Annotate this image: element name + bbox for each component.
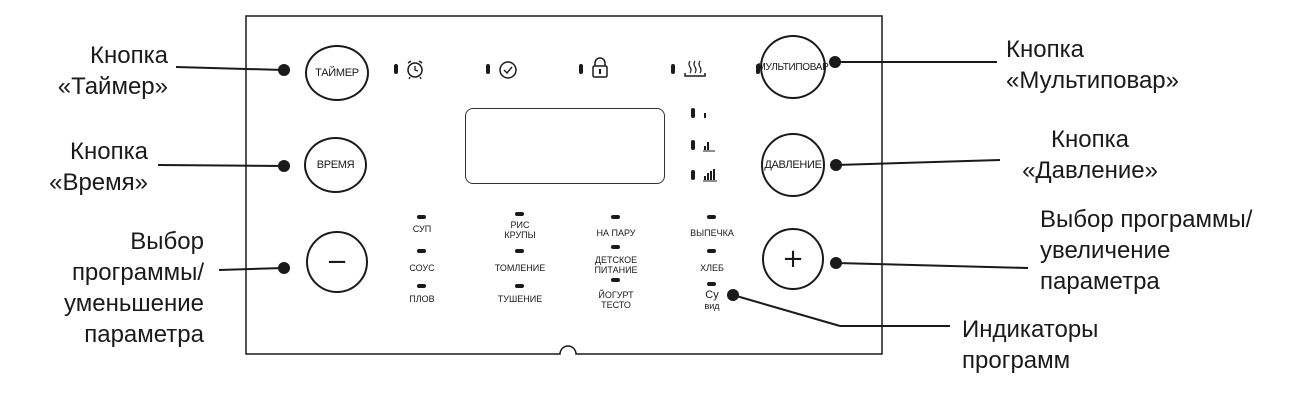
- lock-icon: [592, 57, 608, 78]
- callout-multicooker-line-1: Кнопка: [1006, 36, 1084, 63]
- led-stew: [515, 284, 524, 288]
- program-pilaf: ПЛОВ: [409, 294, 435, 304]
- leader-plus: [835, 262, 1029, 269]
- pressure-button-label: ДАВЛЕНИЕ: [764, 159, 822, 171]
- led-steam: [611, 215, 620, 219]
- pressure-high-icon: [703, 169, 717, 182]
- program-rice: РИС КРУПЫ: [470, 220, 570, 240]
- led-pressure-high: [691, 170, 695, 180]
- callout-indicators-line-2: программ: [962, 347, 1071, 374]
- program-yogurt: ЙОГУРТ ТЕСТО: [566, 290, 666, 310]
- program-stew: ТУШЕНИЕ: [497, 294, 543, 304]
- callout-indicators-line-1: Индикаторы: [962, 316, 1099, 343]
- dot-time: [278, 160, 290, 172]
- program-yogurt-line-1: ЙОГУРТ: [598, 290, 634, 300]
- callout-plus-line-2: увеличение: [1040, 237, 1171, 264]
- callout-time-line-2: «Время»: [49, 169, 148, 196]
- minus-button[interactable]: −: [306, 231, 368, 293]
- program-rice-line-1: РИС: [510, 220, 530, 230]
- program-rice-line-2: КРУПЫ: [504, 230, 536, 240]
- leader-time: [157, 164, 285, 167]
- leader-indicators: [732, 294, 841, 327]
- minus-button-label: −: [326, 247, 348, 277]
- led-multicooker: [756, 64, 760, 74]
- led-rice: [515, 212, 524, 216]
- pressure-button[interactable]: ДАВЛЕНИЕ: [761, 133, 825, 197]
- dot-timer: [278, 64, 290, 76]
- callout-multicooker: Кнопка «Мультиповар»: [1006, 34, 1206, 96]
- program-simmer: ТОМЛЕНИЕ: [494, 263, 546, 273]
- timer-button-label: ТАЙМЕР: [315, 67, 359, 79]
- led-baby: [611, 245, 620, 249]
- callout-minus-line-4: параметра: [84, 321, 204, 348]
- time-button-label: ВРЕМЯ: [316, 159, 355, 171]
- time-button[interactable]: ВРЕМЯ: [304, 137, 367, 193]
- program-baby: ДЕТСКОЕ ПИТАНИЕ: [566, 255, 666, 275]
- callout-indicators: Индикаторы программ: [962, 314, 1162, 376]
- program-baby-line-2: ПИТАНИЕ: [594, 265, 638, 275]
- led-alarm: [394, 64, 398, 74]
- leader-pressure: [835, 159, 1001, 166]
- callout-plus-line-3: параметра: [1040, 268, 1160, 295]
- multicooker-button-label: МУЛЬТИПОВАР: [757, 61, 829, 73]
- led-soup: [417, 215, 426, 219]
- led-pilaf: [417, 284, 426, 288]
- callout-minus-line-1: Выбор: [130, 228, 204, 255]
- pressure-low-icon: [704, 113, 706, 118]
- callout-minus-line-3: уменьшение: [64, 290, 204, 317]
- led-pressure-low: [691, 108, 695, 118]
- led-bake: [707, 215, 716, 219]
- multicooker-button[interactable]: МУЛЬТИПОВАР: [757, 35, 829, 99]
- led-pressure-medium: [691, 140, 695, 150]
- program-baby-line-1: ДЕТСКОЕ: [594, 255, 638, 265]
- callout-timer-line-1: Кнопка: [90, 42, 168, 69]
- callout-pressure: Кнопка «Давление»: [990, 124, 1190, 186]
- plus-button-label: +: [782, 244, 804, 274]
- lcd-display: [465, 108, 665, 184]
- callout-timer: Кнопка «Таймер»: [40, 40, 168, 102]
- program-bake: ВЫПЕЧКА: [690, 228, 734, 238]
- callout-plus-line-1: Выбор программы/: [1040, 206, 1253, 233]
- led-sousvide: [707, 282, 716, 286]
- callout-time-line-1: Кнопка: [70, 138, 148, 165]
- led-keep-warm: [671, 64, 675, 74]
- led-lock: [579, 64, 583, 74]
- alarm-clock-icon: [407, 60, 423, 80]
- clock-icon: [499, 61, 517, 79]
- program-yogurt-line-2: ТЕСТО: [601, 300, 631, 310]
- program-bread: ХЛЕБ: [700, 263, 724, 273]
- callout-plus: Выбор программы/ увеличение параметра: [1040, 204, 1280, 297]
- callout-time: Кнопка «Время»: [30, 136, 148, 198]
- panel-outline: [245, 15, 883, 355]
- callout-pressure-line-1: Кнопка: [1051, 126, 1129, 153]
- program-steam: НА ПАРУ: [596, 228, 636, 238]
- led-sauce: [417, 249, 426, 253]
- program-sauce: СОУС: [409, 263, 435, 273]
- led-clock: [486, 64, 490, 74]
- callout-minus-line-2: программы/: [71, 259, 204, 286]
- timer-button[interactable]: ТАЙМЕР: [305, 45, 369, 101]
- callout-multicooker-line-2: «Мультиповар»: [1006, 67, 1179, 94]
- program-soup: СУП: [412, 224, 432, 234]
- callout-timer-line-2: «Таймер»: [57, 73, 168, 100]
- dot-minus: [278, 262, 290, 274]
- plus-button[interactable]: +: [762, 228, 824, 290]
- program-sousvide: Су вид: [662, 290, 762, 312]
- led-yogurt: [611, 278, 620, 282]
- keep-warm-icon: [684, 60, 706, 77]
- pressure-medium-icon: [703, 142, 715, 152]
- program-sousvide-line-2: вид: [704, 301, 720, 311]
- led-simmer: [515, 249, 524, 253]
- leader-minus: [218, 267, 285, 271]
- program-sousvide-line-1: Су: [705, 289, 719, 301]
- led-bread: [707, 249, 716, 253]
- callout-pressure-line-2: «Давление»: [1022, 157, 1158, 184]
- leader-timer: [175, 66, 285, 71]
- callout-minus: Выбор программы/ уменьшение параметра: [40, 226, 204, 350]
